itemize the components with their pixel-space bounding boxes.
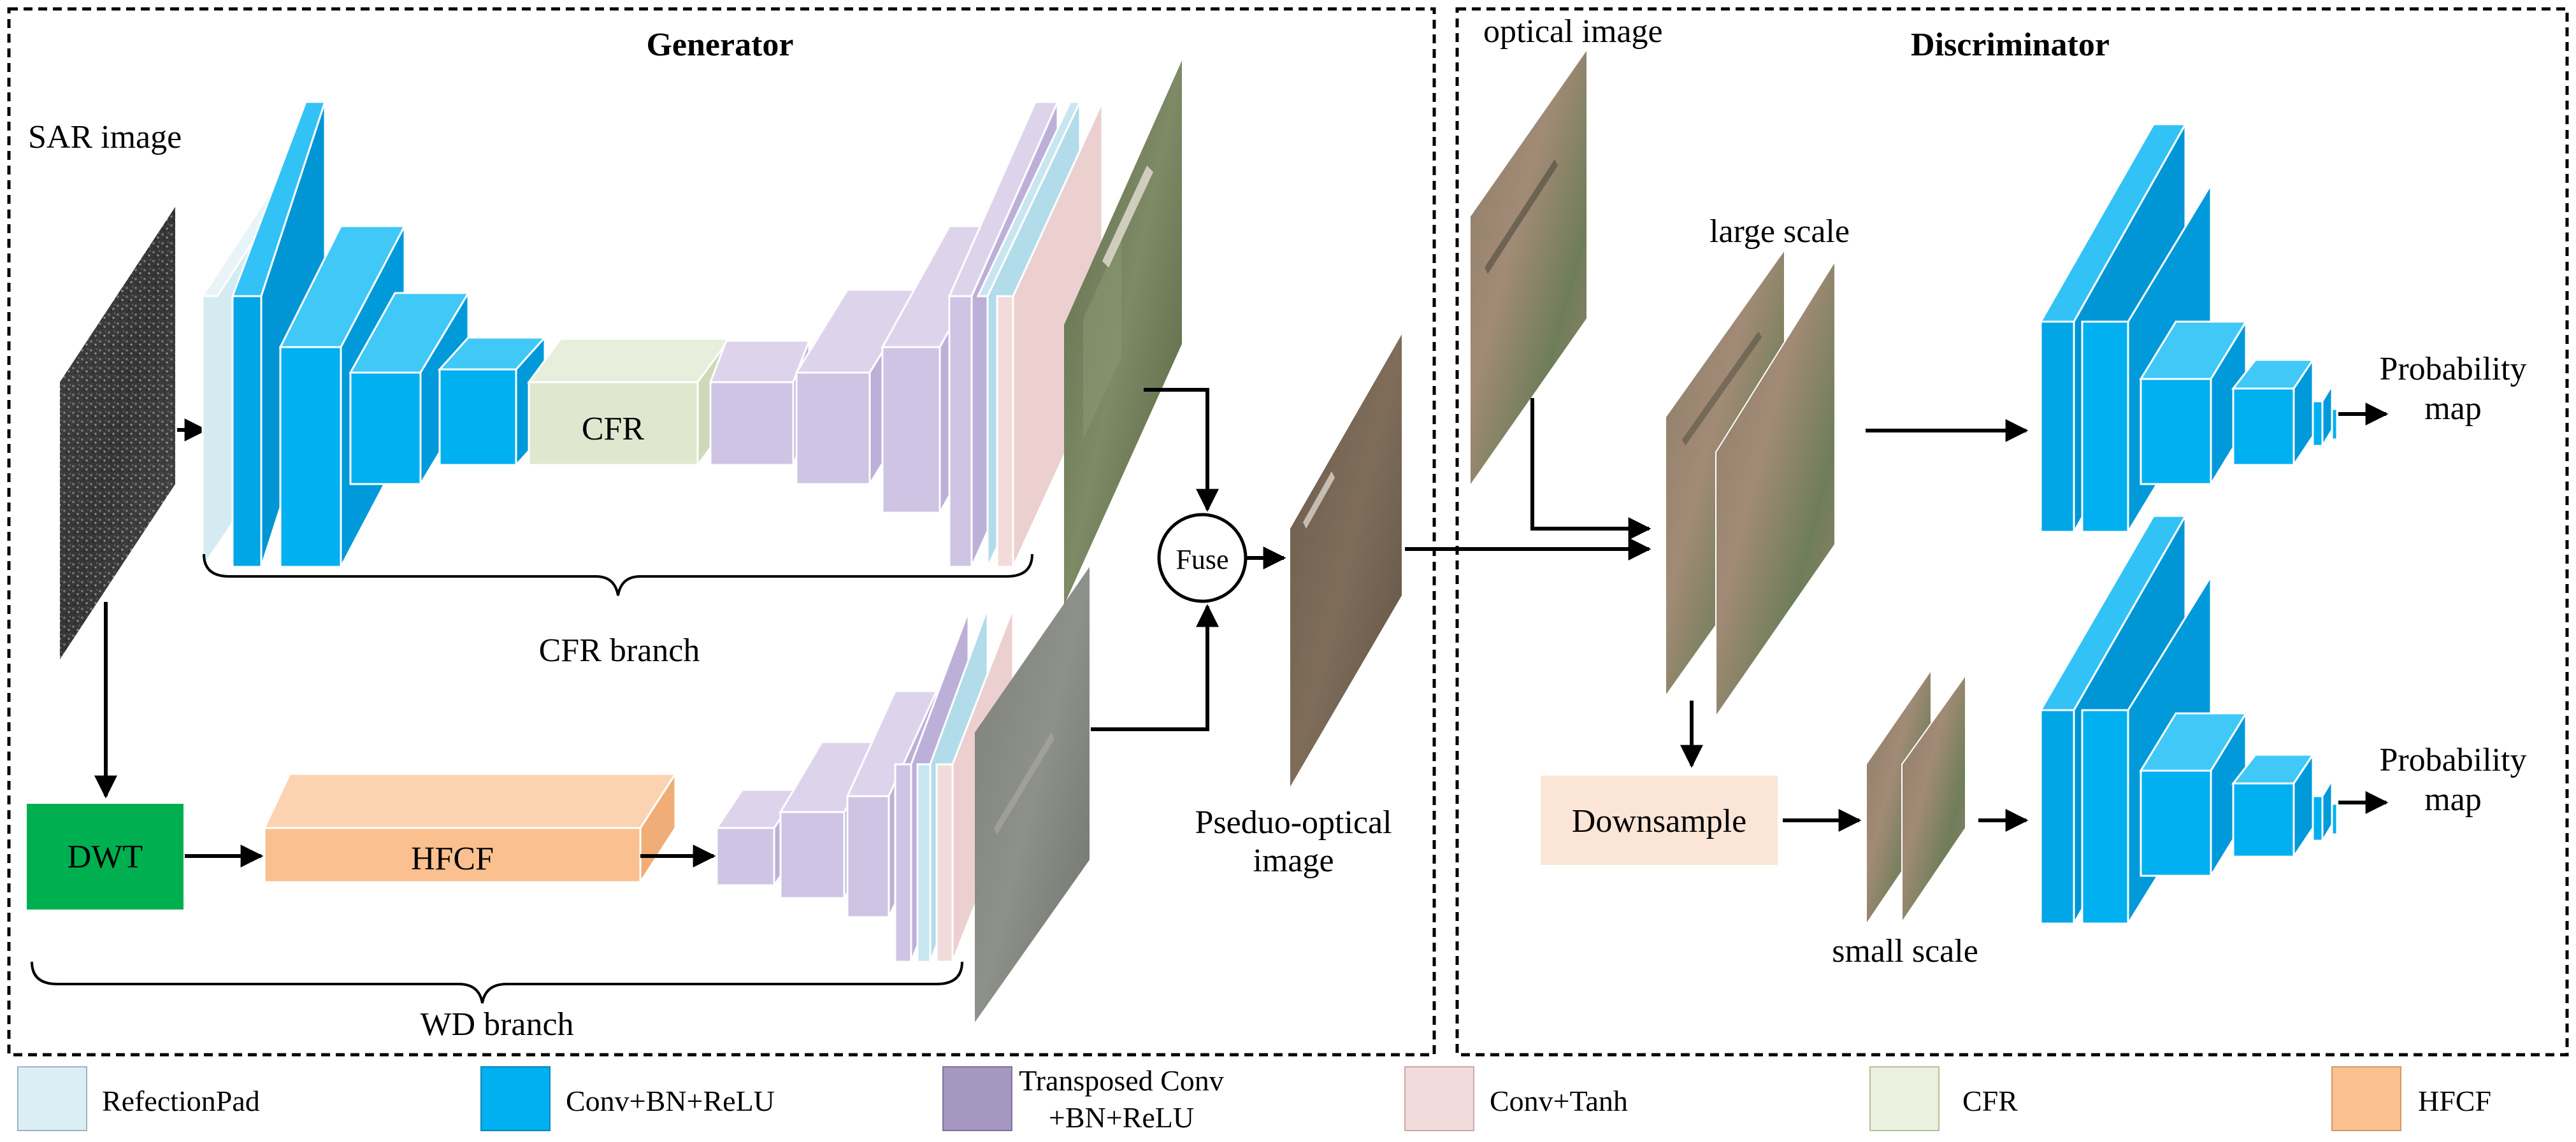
legend-item-conv: Conv+BN+ReLU (480, 1066, 775, 1131)
legend-item-transconv: Transposed Conv +BN+ReLU (942, 1064, 1224, 1134)
legend: RefectionPad Conv+BN+ReLU Transposed Con… (17, 1064, 2491, 1134)
legend-label-transconv-line1: Transposed Conv (1019, 1064, 1224, 1097)
wd-output-image (975, 567, 1090, 1022)
cfr-encoder (201, 101, 547, 570)
arrow-optical-to-pair (1530, 398, 1651, 540)
cfr-output-image (1064, 61, 1182, 605)
optical-image (1471, 51, 1587, 484)
small-scale-label: small scale (1832, 933, 1978, 969)
legend-label-hfcf: HFCF (2418, 1085, 2491, 1117)
legend-item-cfr: CFR (1869, 1066, 2018, 1131)
dwt-block-label: DWT (68, 839, 143, 875)
prob-map-top-line2: map (2424, 390, 2482, 427)
wd-decoder (715, 608, 1014, 963)
legend-label-cfr: CFR (1962, 1085, 2018, 1117)
downsample-block: Downsample (1541, 776, 1778, 865)
legend-item-tanh: Conv+Tanh (1404, 1066, 1628, 1131)
downsample-label: Downsample (1572, 803, 1746, 839)
generator-panel (7, 7, 1436, 1057)
hfcf-block: HFCF (263, 770, 677, 886)
sar-image-label: SAR image (28, 119, 182, 155)
prob-map-bottom-line1: Probability (2379, 742, 2526, 778)
legend-item-hfcf: HFCF (2331, 1066, 2491, 1131)
legend-label-tanh: Conv+Tanh (1490, 1085, 1628, 1117)
pseudo-optical-image (1290, 334, 1402, 787)
conv-layer-2 (279, 346, 342, 568)
large-scale-pair (1666, 252, 1836, 719)
discriminator-net-top (2039, 120, 2338, 536)
small-scale-pair (1867, 672, 1966, 925)
hfcf-block-label: HFCF (411, 841, 494, 877)
discriminator-panel (1455, 7, 2569, 1057)
cfr-block-label: CFR (582, 411, 645, 447)
sar-image (60, 207, 175, 659)
conv-layer-4 (438, 368, 517, 466)
dwt-block: DWT (27, 804, 183, 910)
conv-layer-3 (349, 371, 422, 485)
wd-branch-brace (31, 961, 963, 1004)
legend-label-transconv-line2: +BN+ReLU (1049, 1101, 1194, 1134)
arrow-wd-to-fuse (1091, 604, 1219, 731)
wd-branch-label: WD branch (420, 1006, 573, 1043)
legend-item-refpad: RefectionPad (17, 1066, 260, 1131)
conv-layer-1 (231, 295, 263, 568)
prob-map-top-line1: Probability (2379, 351, 2526, 387)
generator-title: Generator (646, 27, 793, 63)
discriminator-net-bottom (2039, 512, 2338, 927)
optical-image-label: optical image (1483, 13, 1663, 50)
legend-label-refpad: RefectionPad (102, 1085, 260, 1117)
legend-label-conv: Conv+BN+ReLU (566, 1085, 775, 1117)
pseudo-optical-label-line2: image (1253, 843, 1334, 879)
fuse-node: Fuse (1157, 513, 1248, 603)
cfr-branch-brace (203, 553, 1033, 596)
cfr-block: CFR (527, 336, 731, 468)
arrow-cfr-to-fuse (1144, 388, 1219, 512)
large-scale-label: large scale (1709, 213, 1850, 250)
prob-map-bottom-line2: map (2424, 782, 2482, 818)
cfr-decoder (709, 101, 1104, 568)
fuse-label: Fuse (1176, 544, 1228, 575)
cfr-branch-label: CFR branch (539, 632, 700, 669)
discriminator-title: Discriminator (1911, 27, 2110, 63)
pseudo-optical-label-line1: Pseduo-optical (1195, 804, 1392, 841)
